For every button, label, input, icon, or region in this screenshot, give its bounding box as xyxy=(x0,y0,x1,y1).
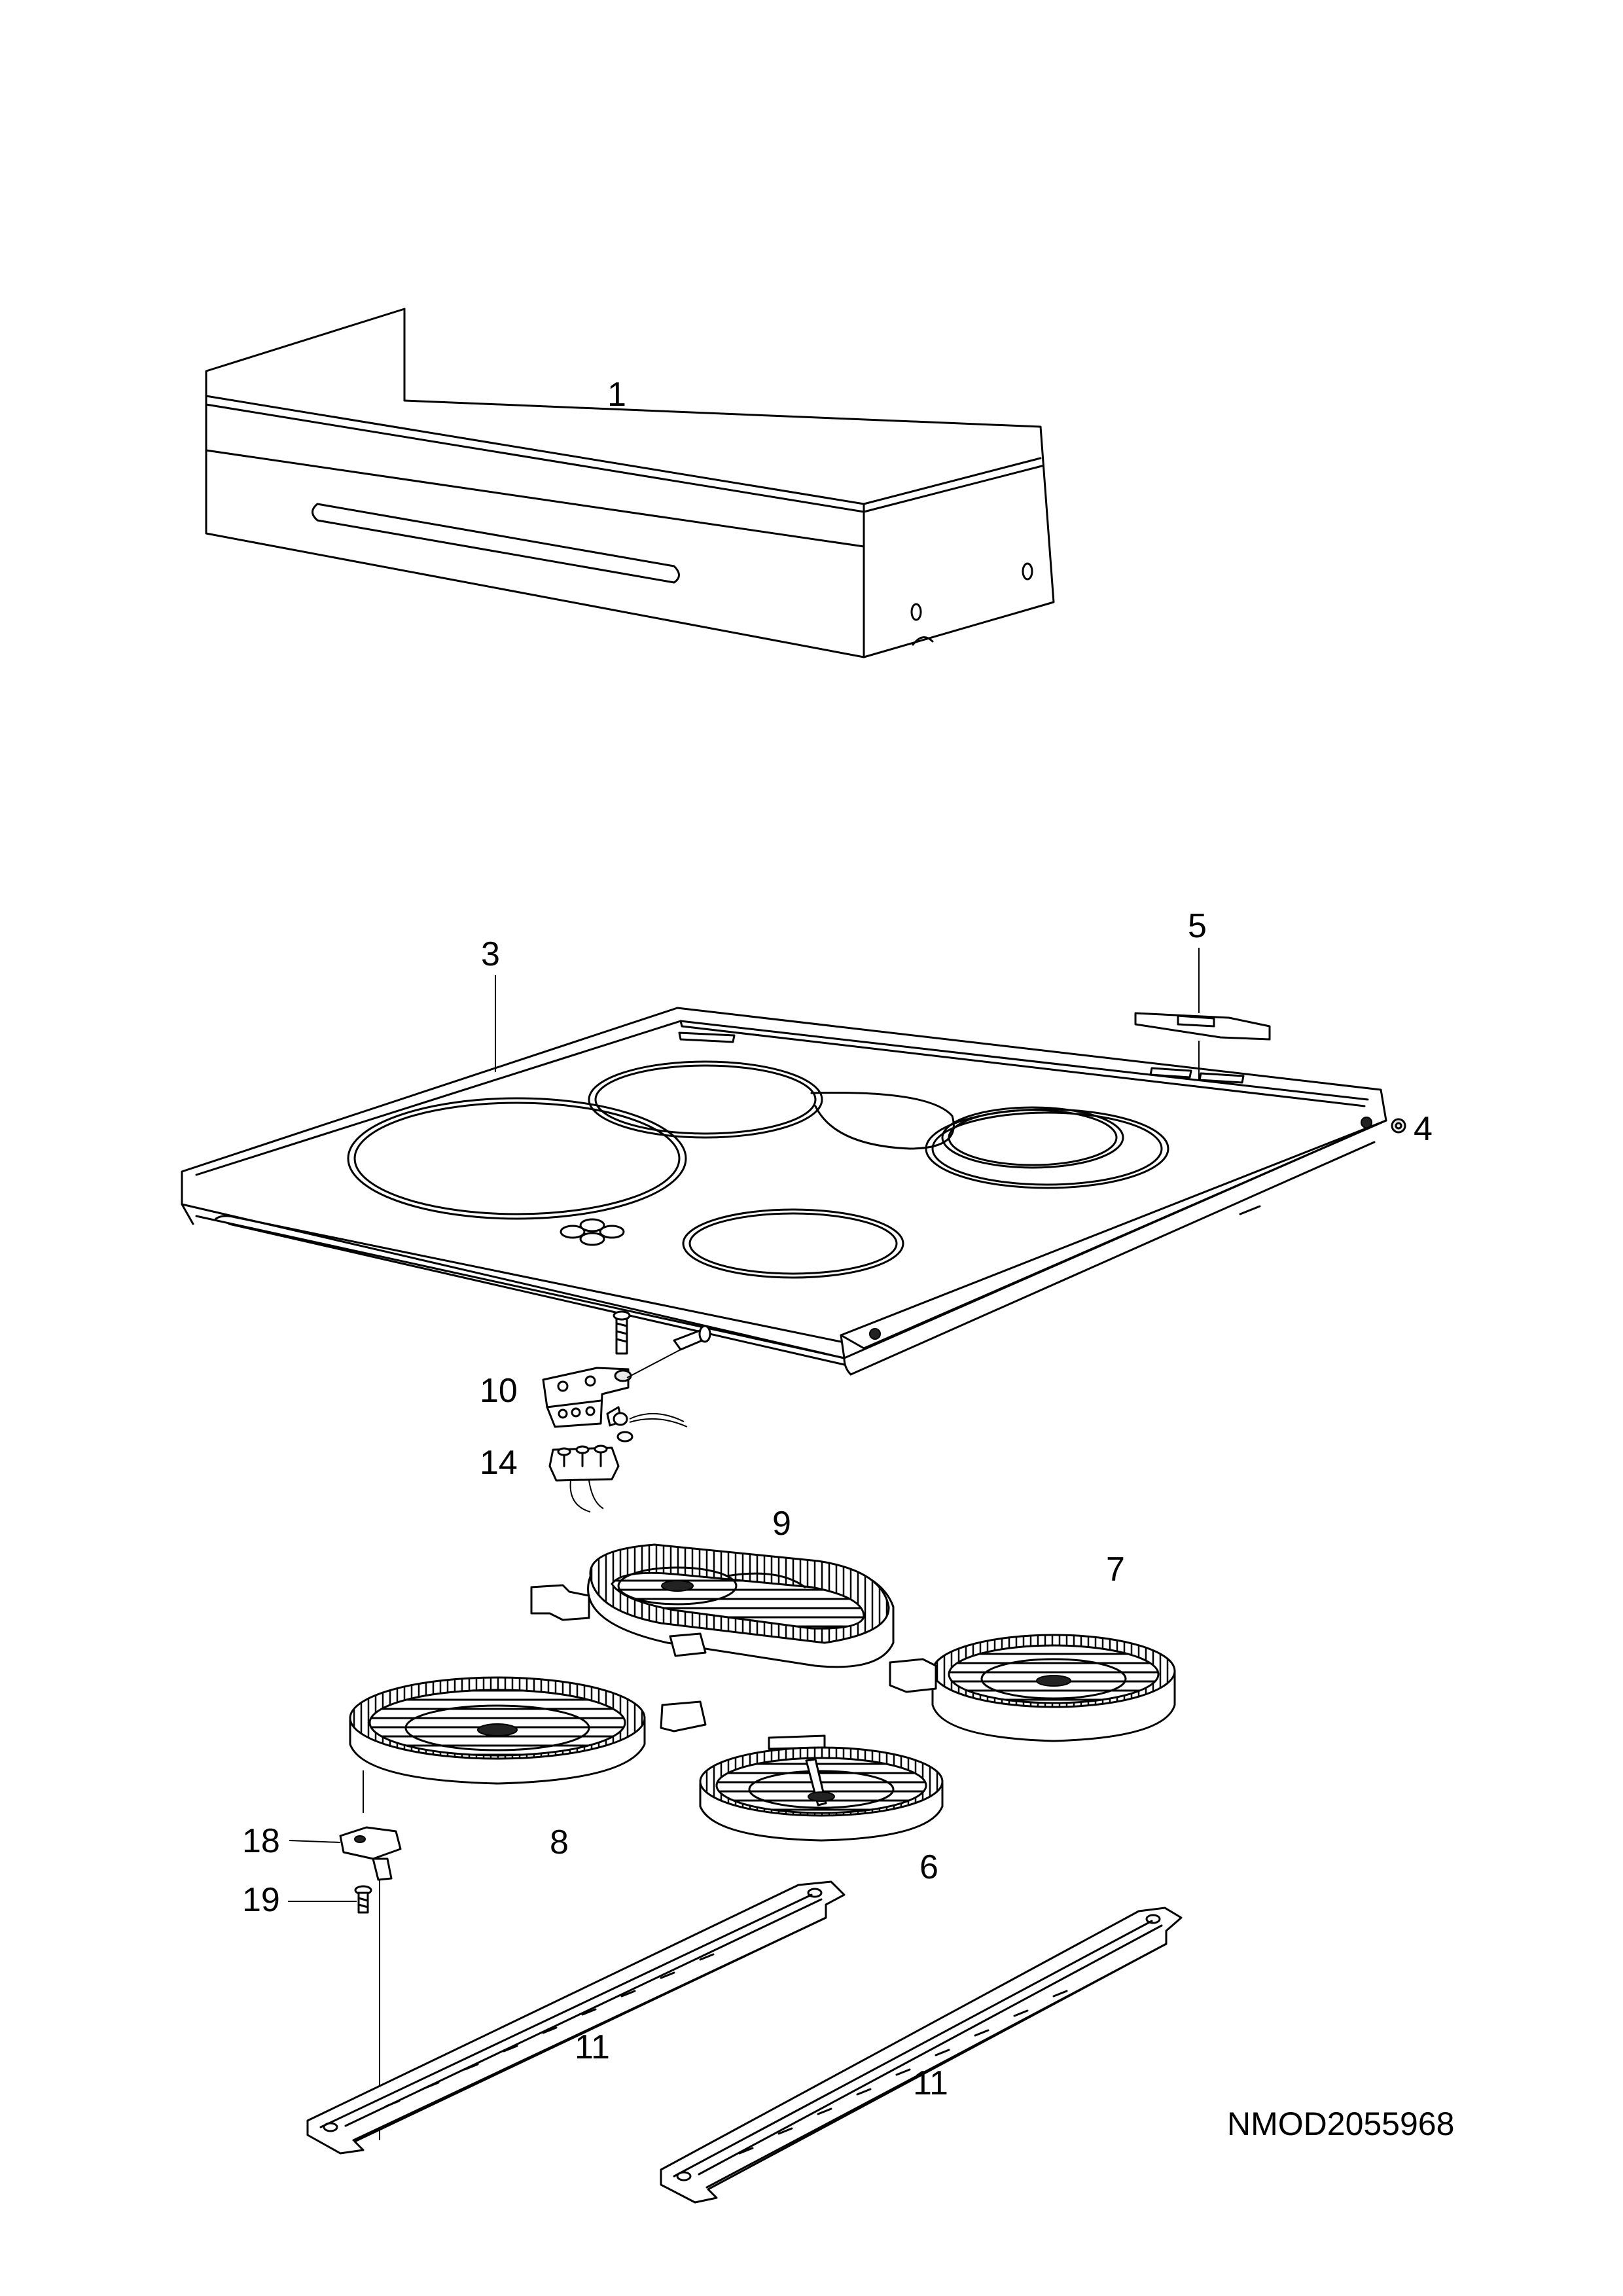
label-part-9: 9 xyxy=(772,1505,791,1543)
part-4-nut xyxy=(1391,1118,1406,1134)
label-part-1: 1 xyxy=(607,376,626,414)
label-part-5: 5 xyxy=(1188,907,1207,945)
part-6-heating-element xyxy=(699,1734,944,1842)
part-19-screw xyxy=(288,1880,380,2140)
label-part-8: 8 xyxy=(550,1823,569,1861)
part-1-rear-panel xyxy=(205,308,1055,658)
zone-indicator-icon xyxy=(560,1218,625,1246)
part-14-terminal-block xyxy=(548,1444,620,1513)
part-3-hob-top xyxy=(181,975,1387,1376)
drawing-code: NMOD2055968 xyxy=(1227,2106,1454,2142)
part-7-heating-element xyxy=(889,1634,1176,1742)
label-part-11-right: 11 xyxy=(913,2064,948,2102)
part-5-clip xyxy=(1134,948,1271,1080)
label-part-14: 14 xyxy=(480,1444,518,1482)
label-part-3: 3 xyxy=(481,935,500,973)
part-8-heating-element xyxy=(349,1676,707,1813)
label-part-4: 4 xyxy=(1414,1110,1433,1148)
part-11-support-rail-left xyxy=(306,1880,846,2155)
part-11-support-rail-right xyxy=(660,1907,1183,2204)
part-10-terminal-bracket xyxy=(542,1310,711,1443)
label-part-18: 18 xyxy=(242,1822,280,1860)
label-part-6: 6 xyxy=(919,1848,938,1886)
label-part-11-left: 11 xyxy=(575,2028,610,2066)
label-part-10: 10 xyxy=(480,1372,518,1410)
label-part-7: 7 xyxy=(1106,1551,1125,1588)
label-part-19: 19 xyxy=(242,1881,280,1919)
part-18-mounting-bracket xyxy=(289,1826,402,1881)
part-9-oval-heating-element xyxy=(530,1543,895,1668)
